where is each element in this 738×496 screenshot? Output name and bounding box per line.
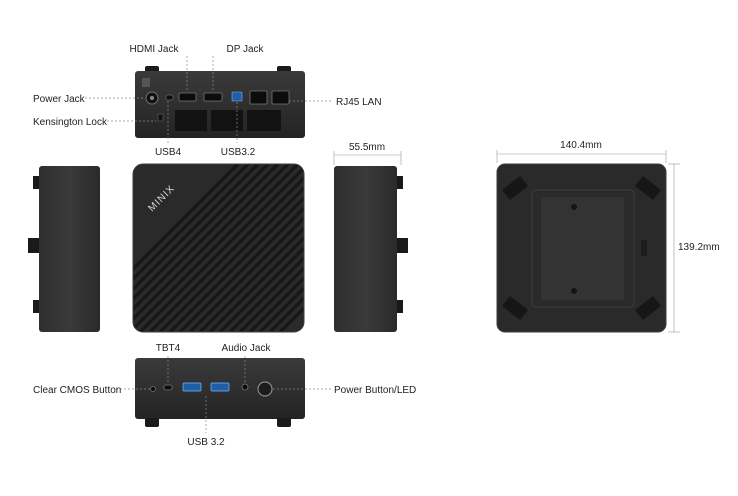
label-usb4: USB4 — [155, 147, 182, 158]
rubber-foot-icon — [502, 176, 528, 200]
dp-port — [203, 92, 223, 102]
rubber-foot-icon — [396, 176, 403, 189]
rubber-foot-icon — [33, 176, 40, 189]
label-clear-cmos-button: Clear CMOS Button — [33, 385, 121, 396]
usb32-front-port-1 — [182, 382, 202, 392]
depth-dimension — [333, 151, 402, 165]
power-button-icon — [257, 381, 273, 397]
label-kensington-lock: Kensington Lock — [33, 117, 108, 128]
dimension-width: 140.4mm — [560, 140, 602, 151]
screw-icon — [571, 204, 577, 210]
vent-grille-icon — [211, 110, 243, 131]
kensington-lock-slot — [157, 113, 164, 122]
hdmi-port — [178, 92, 197, 102]
bottom-view — [496, 163, 667, 333]
rj45-port-1 — [249, 90, 268, 105]
screw-icon — [571, 288, 577, 294]
label-usb32-front: USB 3.2 — [187, 437, 225, 448]
front-view — [135, 358, 305, 427]
label-usb32-rear: USB3.2 — [221, 147, 256, 158]
rj45-port-2 — [271, 90, 290, 105]
right-side-panel — [334, 166, 397, 332]
rubber-foot-icon — [33, 300, 40, 313]
rubber-foot-icon — [396, 238, 408, 253]
label-tbt4: TBT4 — [156, 343, 181, 354]
usb4-port — [165, 94, 174, 101]
vent-grille-icon — [541, 197, 624, 300]
bottom-slot — [641, 240, 647, 256]
label-power-button-led: Power Button/LED — [334, 385, 416, 396]
rear-leaders — [85, 56, 331, 143]
label-power-jack: Power Jack — [33, 94, 86, 105]
label-hdmi-jack: HDMI Jack — [130, 44, 180, 55]
left-side-view — [28, 166, 100, 332]
vent-grille-icon — [175, 110, 207, 131]
rubber-foot-icon — [635, 176, 661, 200]
left-side-panel — [39, 166, 100, 332]
audio-jack-port — [241, 383, 249, 391]
vent-grille-icon — [133, 164, 304, 332]
label-audio-jack: Audio Jack — [222, 343, 272, 354]
vent-grille-icon — [247, 110, 281, 131]
rubber-foot-icon — [277, 418, 291, 427]
rubber-foot-icon — [145, 418, 159, 427]
top-panel — [133, 164, 304, 332]
label-dp-jack: DP Jack — [226, 44, 264, 55]
bottom-dimensions — [496, 150, 680, 333]
rubber-foot-icon — [502, 296, 528, 320]
dimension-depth: 55.5mm — [349, 142, 385, 153]
right-side-view — [334, 166, 408, 332]
usb32-front-port-2 — [210, 382, 230, 392]
top-view: MINIX — [132, 163, 305, 333]
bottom-recess — [531, 189, 635, 308]
rear-view — [135, 66, 305, 138]
dimension-height: 139.2mm — [678, 242, 720, 253]
usb32-rear-port — [231, 91, 243, 102]
port-icon — [150, 96, 154, 100]
clear-cmos-button — [150, 386, 156, 392]
tbt4-port — [163, 384, 173, 391]
dc-symbol-icon — [142, 78, 150, 87]
rubber-foot-icon — [635, 296, 661, 320]
rubber-foot-icon — [28, 238, 40, 253]
rubber-foot-icon — [396, 300, 403, 313]
label-rj45-lan: RJ45 LAN — [336, 97, 382, 108]
front-leaders — [116, 356, 331, 433]
